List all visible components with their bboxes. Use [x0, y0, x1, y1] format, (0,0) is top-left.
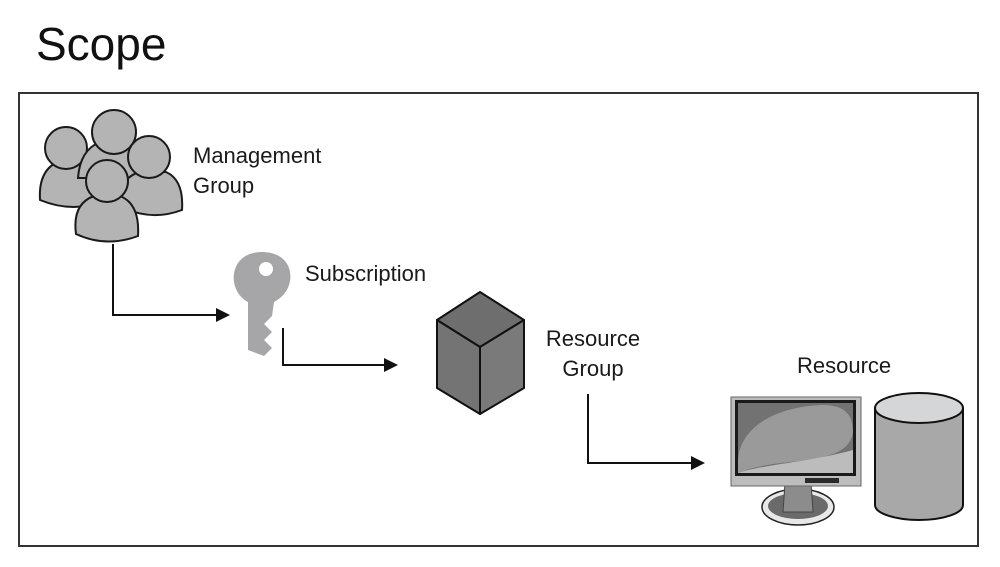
- resource-label: Resource: [797, 353, 892, 378]
- management-group-label-line2: Group: [193, 173, 255, 198]
- diagram-frame: [18, 92, 979, 547]
- management-group-label: Management Group: [193, 141, 321, 201]
- cube-icon: [436, 291, 525, 415]
- people-group-icon: [38, 109, 184, 243]
- resource-group-label-line1: Resource: [545, 326, 641, 351]
- edge-management-to-subscription: [112, 244, 230, 322]
- edge-subscription-to-resource-group: [282, 328, 398, 372]
- monitor-icon: [730, 396, 862, 526]
- resource-group-label: Resource Group: [538, 324, 648, 384]
- edges: [112, 244, 705, 470]
- page-title: Scope: [36, 18, 167, 70]
- key-icon: [233, 252, 291, 356]
- management-group-label-line1: Management: [193, 143, 322, 168]
- subscription-label: Subscription: [305, 261, 427, 286]
- database-cylinder-icon: [874, 392, 964, 521]
- edge-resource-group-to-resource: [587, 394, 705, 470]
- resource-group-label-line2: Group: [562, 356, 624, 381]
